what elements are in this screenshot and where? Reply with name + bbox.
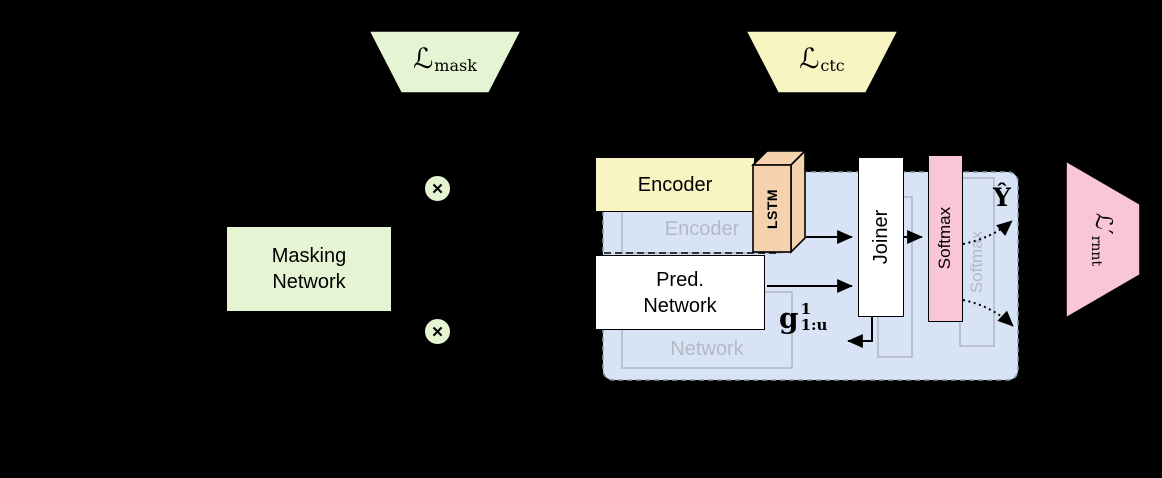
rnnt-loss-trapezoid <box>1065 159 1141 320</box>
lstm-label: LSTM <box>764 188 781 229</box>
ghost-pred-network-label: Network <box>622 330 792 368</box>
mask-loss-symbol: ℒ <box>413 42 434 75</box>
rnnt-loss-label: ℒ′ rnnt <box>1066 161 1140 318</box>
g-vector-label: g 1 1:u <box>779 300 828 337</box>
otimes-glyph: ✕ <box>431 323 444 341</box>
g-superscript: 1 <box>800 300 812 318</box>
mask-loss-trapezoid <box>367 30 523 94</box>
pred-network-line2: Network <box>643 294 717 317</box>
ghost-encoder-text: Encoder <box>664 217 740 240</box>
dotted-arrow-softmax-upper <box>962 220 1013 245</box>
y-hat-output-label: Ŷ <box>993 183 1011 212</box>
lstm-box: LSTM <box>753 165 791 252</box>
encoder-label: Encoder <box>637 173 713 196</box>
g-base: g <box>779 302 799 335</box>
arrow-feedback-to-pred <box>847 317 873 348</box>
encoder-box: Encoder <box>595 157 755 212</box>
joiner-box: Joiner <box>858 157 904 317</box>
mask-loss-label: ℒ mask <box>369 31 521 87</box>
ctc-loss-label: ℒ ctc <box>746 31 898 87</box>
ctc-loss-symbol: ℒ <box>799 42 820 75</box>
ghost-encoder-label: Encoder <box>622 206 782 252</box>
otimes-glyph: ✕ <box>431 180 444 198</box>
masking-network-box: Masking Network <box>226 226 392 312</box>
dotted-arrow-softmax-lower <box>962 299 1014 327</box>
rnnt-loss-symbol: ℒ′ <box>1090 212 1117 235</box>
softmax-box: Softmax <box>928 155 963 322</box>
mask-loss-subscript: mask <box>434 56 477 75</box>
ctc-loss-subscript: ctc <box>820 56 845 75</box>
pred-network-line1: Pred. <box>656 268 704 291</box>
ctc-loss-trapezoid <box>744 30 900 94</box>
masking-network-line2: Network <box>272 271 346 293</box>
rnnt-loss-subscript: rnnt <box>1089 235 1105 267</box>
ghost-network-text: Network <box>670 337 744 360</box>
pred-network-box: Pred. Network <box>595 255 765 330</box>
otimes-top-icon: ✕ <box>424 175 451 202</box>
masking-network-line1: Masking <box>271 245 347 267</box>
g-subscript: 1:u <box>800 315 828 334</box>
otimes-bottom-icon: ✕ <box>424 318 451 345</box>
lstm-cuboid <box>751 149 807 254</box>
